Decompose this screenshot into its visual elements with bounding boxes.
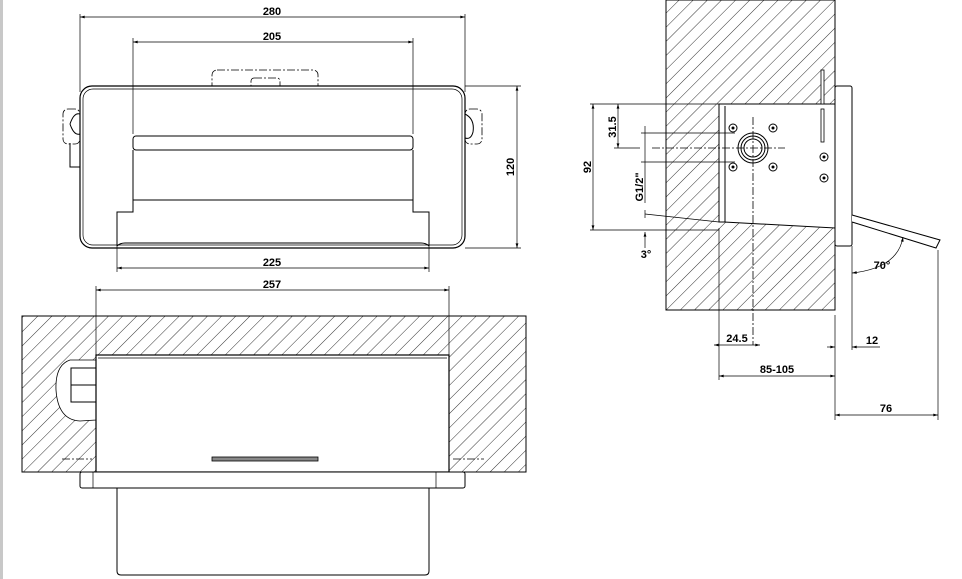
dim-spout-angle: 70° [874,260,891,272]
dim-inner-width: 205 [263,31,281,43]
side-view: 92 31.5 G1/2" 3° 70° 24.5 12 85-105 76 [582,0,941,420]
left-fitting [69,113,81,168]
box-body [95,354,450,473]
dim-plate-thickness: 12 [866,335,878,347]
dim-cutout-width: 257 [263,279,281,291]
faceplate-section [79,471,466,489]
dim-wall-depth: 85-105 [760,364,794,376]
dim-thread: G1/2" [634,172,646,201]
dim-spout-width: 225 [263,257,281,269]
dim-spout-projection: 76 [880,403,892,415]
left-bracket [62,108,81,145]
spout-top [116,488,430,576]
right-fitting [464,113,474,139]
faceplate-outline [79,85,466,249]
dim-outlet-depth: 24.5 [726,333,747,345]
spout-slot [132,135,414,151]
pipe-recess [55,359,97,422]
spout-slot-top [211,456,319,462]
faceplate-side [834,85,853,247]
dim-outlet-offset: 31.5 [607,116,619,137]
dim-cutout-height: 92 [582,161,594,173]
dim-height: 120 [505,158,517,176]
faceplate-inner-edge [82,88,463,246]
front-view: 280 205 225 120 [62,6,521,272]
top-view: 257 [21,279,527,576]
outlet-connection [652,117,829,345]
right-bracket [464,108,483,145]
viewer-edge [0,0,3,579]
dim-slope: 3° [641,249,652,261]
dim-overall-width: 280 [263,6,281,18]
spout-side [851,214,941,249]
